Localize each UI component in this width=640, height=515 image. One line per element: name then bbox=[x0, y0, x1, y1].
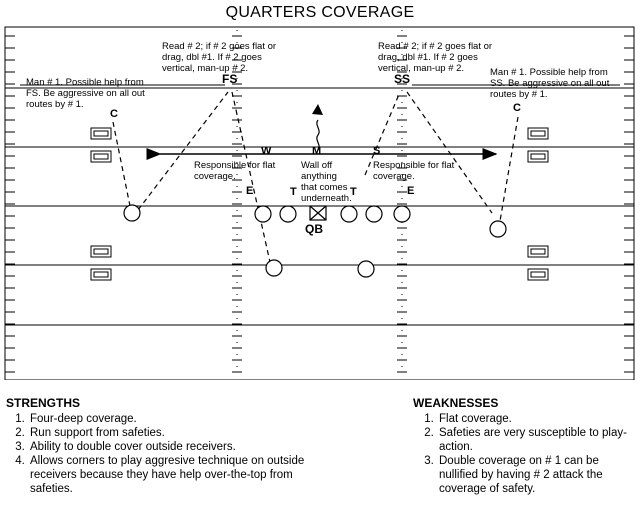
end-right-label: E bbox=[407, 185, 415, 197]
wide-receiver-right bbox=[489, 220, 507, 238]
center-player bbox=[309, 205, 327, 221]
free-safety-label: FS bbox=[222, 72, 238, 86]
list-item: Flat coverage. bbox=[437, 412, 637, 426]
list-item: Double coverage on # 1 can be nullified … bbox=[437, 454, 637, 496]
weaknesses-title: WEAKNESSES bbox=[413, 396, 499, 410]
running-back-left bbox=[265, 259, 283, 277]
note-flat-left: Responsible for flat coverage. bbox=[194, 160, 276, 182]
guard-left bbox=[279, 205, 297, 223]
list-item: Allows corners to play aggresive techniq… bbox=[28, 454, 328, 496]
note-corner-left: Man # 1. Possible help from FS. Be aggre… bbox=[26, 77, 145, 110]
will-linebacker-label: W bbox=[261, 145, 272, 157]
note-strong-safety: Read # 2; if # 2 goes flat or drag, dbl … bbox=[378, 41, 493, 74]
tackle-right bbox=[365, 205, 383, 223]
strong-safety-label: SS bbox=[394, 72, 411, 86]
strengths-title: STRENGTHS bbox=[6, 396, 81, 410]
sam-linebacker-label: S bbox=[373, 145, 381, 157]
weaknesses-list: Flat coverage. Safeties are very suscept… bbox=[409, 412, 637, 496]
hash-marks bbox=[5, 30, 634, 378]
wide-receiver-left bbox=[123, 204, 141, 222]
running-back-right bbox=[357, 260, 375, 278]
guard-right bbox=[340, 205, 358, 223]
tackle-left-label: T bbox=[290, 186, 297, 198]
tight-end-right bbox=[393, 205, 411, 223]
note-flat-right: Responsible for flat coverage. bbox=[373, 160, 455, 182]
quarterback-label: QB bbox=[305, 222, 323, 236]
middle-linebacker-arrowhead bbox=[312, 104, 323, 115]
tight-end-left bbox=[254, 205, 272, 223]
field-numbers-boxes bbox=[90, 127, 549, 281]
mike-linebacker-label: M bbox=[312, 145, 322, 157]
page-title: QUARTERS COVERAGE bbox=[225, 4, 415, 21]
tackle-right-label: T bbox=[350, 186, 357, 198]
note-corner-right: Man # 1. Possible help from SS. Be aggre… bbox=[490, 67, 610, 100]
list-item: Ability to double cover outside receiver… bbox=[28, 440, 328, 454]
middle-linebacker-route bbox=[316, 119, 320, 151]
corner-left-label: C bbox=[110, 108, 118, 120]
list-item: Safeties are very susceptible to play-ac… bbox=[437, 426, 637, 454]
field-diagram bbox=[4, 26, 635, 380]
note-free-safety: Read # 2; if # 2 goes flat or drag, dbl … bbox=[162, 41, 277, 74]
note-wall-off: Wall off anything that comes underneath. bbox=[301, 160, 352, 204]
end-left-label: E bbox=[246, 185, 254, 197]
corner-right-label: C bbox=[513, 102, 521, 114]
list-item: Four-deep coverage. bbox=[28, 412, 328, 426]
offense-players bbox=[123, 204, 507, 278]
strengths-list: Four-deep coverage. Run support from saf… bbox=[0, 412, 328, 496]
list-item: Run support from safeties. bbox=[28, 426, 328, 440]
